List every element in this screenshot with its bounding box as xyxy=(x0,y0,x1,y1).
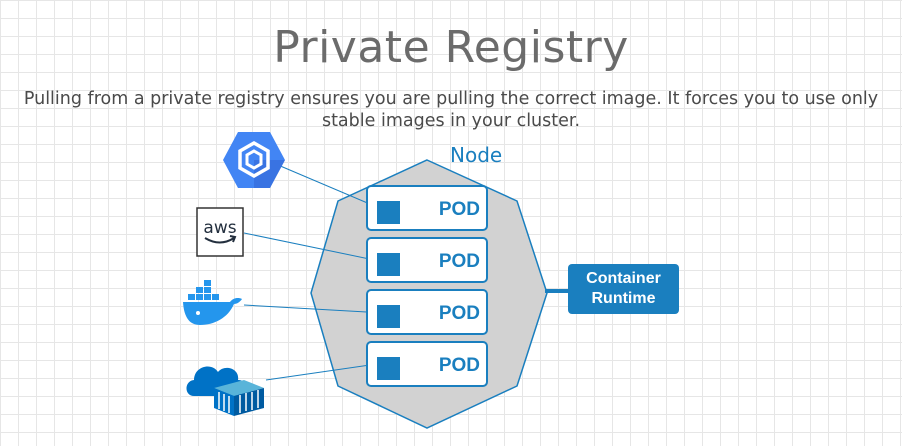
pod-label: POD xyxy=(438,199,480,220)
google-container-registry-icon xyxy=(223,132,285,188)
container-icon xyxy=(377,305,400,328)
pod-box: POD xyxy=(366,185,488,231)
node-label: Node xyxy=(450,143,503,167)
pod-box: POD xyxy=(366,237,488,283)
container-icon xyxy=(377,253,400,276)
aws-icon-text: aws xyxy=(203,218,236,238)
container-runtime-box: Container Runtime xyxy=(568,264,679,314)
page-title: Private Registry xyxy=(273,22,629,73)
pod-label: POD xyxy=(438,251,480,272)
azure-container-registry-icon xyxy=(186,366,264,416)
pod-box: POD xyxy=(366,341,488,387)
pod-label: POD xyxy=(438,355,480,376)
registry-connector-line xyxy=(243,304,385,314)
page-subtitle: Pulling from a private registry ensures … xyxy=(23,89,879,131)
pod-label: POD xyxy=(438,303,480,324)
docker-icon xyxy=(183,280,242,325)
pod-box: POD xyxy=(366,289,488,335)
container-icon xyxy=(377,201,400,224)
aws-icon: aws xyxy=(196,207,244,257)
container-icon xyxy=(377,357,400,380)
registry-connector-line xyxy=(243,232,385,263)
registry-connector-line xyxy=(265,362,385,381)
